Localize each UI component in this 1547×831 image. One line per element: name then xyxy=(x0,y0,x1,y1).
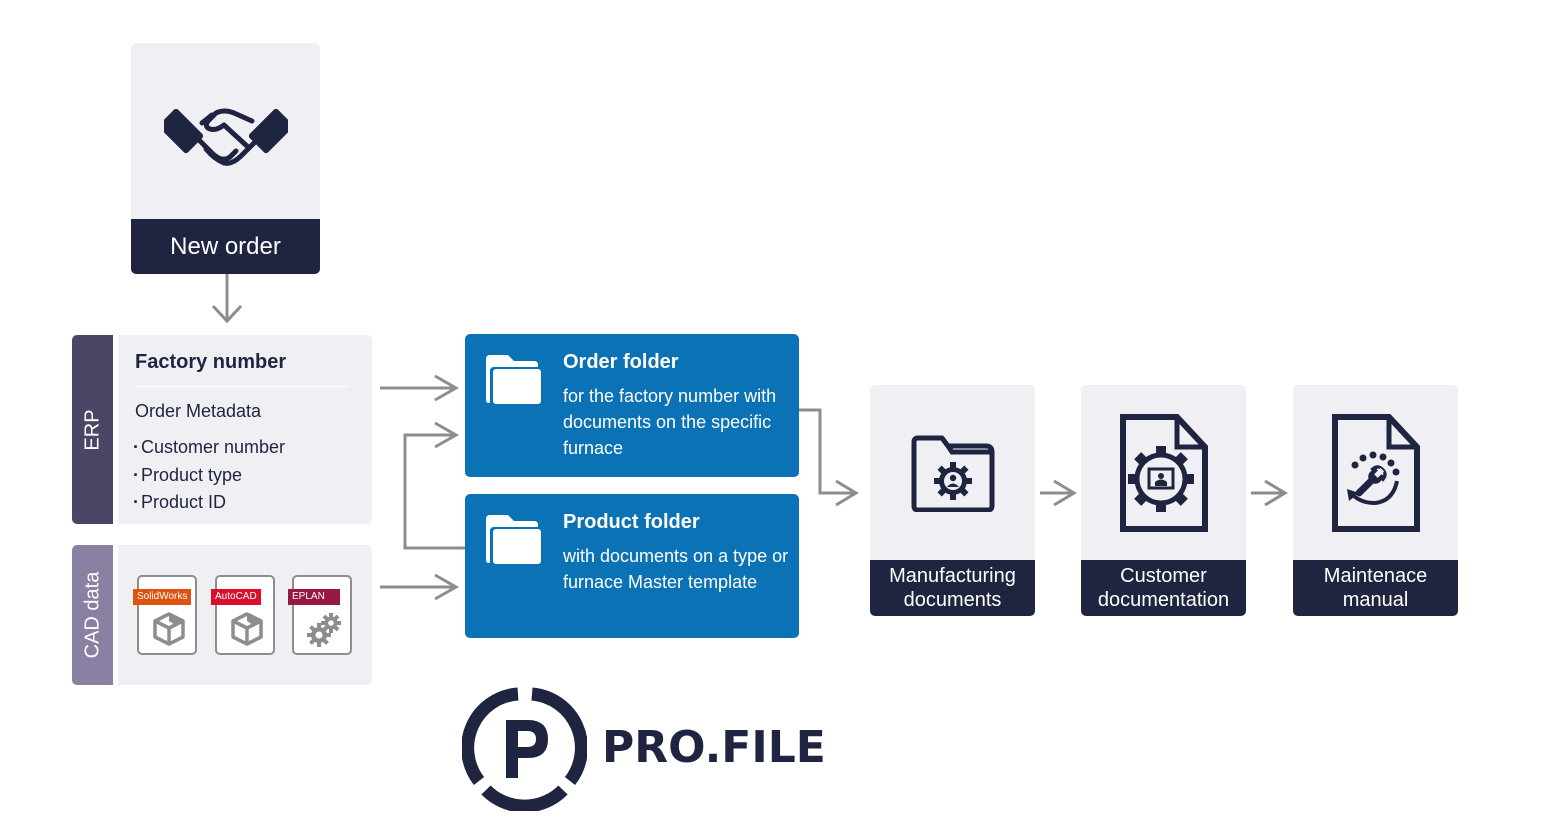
erp-metadata-list: ·Customer number ·Product type ·Product … xyxy=(133,434,285,517)
document-wrench-cycle-icon xyxy=(1331,413,1420,532)
cad-data-tab: CAD data xyxy=(72,545,113,685)
cad-file-eplan: EPLAN xyxy=(288,575,352,655)
order-folder-description: for the factory number with documents on… xyxy=(563,386,777,458)
arrow-product-to-order-folder xyxy=(403,421,465,550)
product-folder-title: Product folder xyxy=(563,511,700,533)
folder-icon xyxy=(486,515,541,564)
cad-data-tab-label: CAD data xyxy=(81,571,103,659)
label-line: manual xyxy=(1342,589,1409,611)
new-order-card: New order xyxy=(131,43,320,274)
erp-item-product-id: Product ID xyxy=(141,492,227,512)
cad-file-solidworks: SolidWorks xyxy=(133,575,197,655)
customer-icon-area xyxy=(1081,385,1246,560)
bullet: · xyxy=(133,437,139,457)
product-folder-box: Product folder with documents on a type … xyxy=(465,494,799,638)
new-order-icon-area xyxy=(131,43,320,219)
solidworks-badge: SolidWorks xyxy=(133,589,192,605)
gears-icon xyxy=(307,613,341,647)
label-line: Manufacturing xyxy=(889,565,1016,587)
autocad-badge: AutoCAD xyxy=(211,589,261,605)
arrow-erp-to-order-folder xyxy=(380,374,460,402)
erp-list-item: ·Product ID xyxy=(133,489,285,517)
order-folder-title: Order folder xyxy=(563,351,679,373)
folder-gear-user-icon xyxy=(911,435,994,512)
erp-item-product-type: Product type xyxy=(141,464,243,485)
erp-divider xyxy=(135,386,349,387)
arrow-cad-to-product-folder xyxy=(380,573,460,601)
profile-logo-text: PRO.FILE xyxy=(602,722,826,773)
manufacturing-icon-area xyxy=(870,385,1035,560)
order-metadata-heading: Order Metadata xyxy=(135,401,262,421)
arrow-manufacturing-to-customer xyxy=(1040,479,1077,507)
cad-file-autocad: AutoCAD xyxy=(211,575,275,655)
arrow-new-order-to-erp xyxy=(211,274,243,324)
cube-icon xyxy=(231,612,263,646)
eplan-badge: EPLAN xyxy=(288,589,340,605)
erp-item-customer-number: Customer number xyxy=(141,437,286,457)
handshake-icon xyxy=(163,108,288,166)
bullet: · xyxy=(133,492,139,512)
cad-panel: SolidWorks AutoCAD EPLAN xyxy=(118,545,372,685)
arrow-order-folder-to-manufacturing xyxy=(799,408,859,507)
product-folder-description: with documents on a type or furnace Mast… xyxy=(563,546,789,592)
profile-logo-mark-icon xyxy=(462,687,587,811)
erp-list-item: ·Customer number xyxy=(133,434,285,462)
document-gear-presentation-icon xyxy=(1119,413,1208,532)
erp-list-item: ·Product type xyxy=(133,462,285,490)
bullet: · xyxy=(133,464,139,485)
order-folder-box: Order folder for the factory number with… xyxy=(465,334,799,477)
erp-tab: ERP xyxy=(72,335,113,524)
profile-logo: PRO.FILE xyxy=(462,686,826,811)
label-line: Maintenace xyxy=(1323,565,1428,587)
cube-icon xyxy=(153,612,185,646)
label-line: documentation xyxy=(1097,589,1230,611)
new-order-label: New order xyxy=(131,219,320,274)
label-line: Customer xyxy=(1120,565,1207,587)
erp-tab-label: ERP xyxy=(81,408,103,451)
arrow-customer-to-maintenance xyxy=(1251,479,1288,507)
folder-icon xyxy=(486,355,541,404)
maintenance-icon-area xyxy=(1293,385,1458,560)
factory-number-title: Factory number xyxy=(135,351,287,373)
erp-panel: Factory number Order Metadata ·Customer … xyxy=(118,335,372,524)
label-line: documents xyxy=(903,589,1002,611)
